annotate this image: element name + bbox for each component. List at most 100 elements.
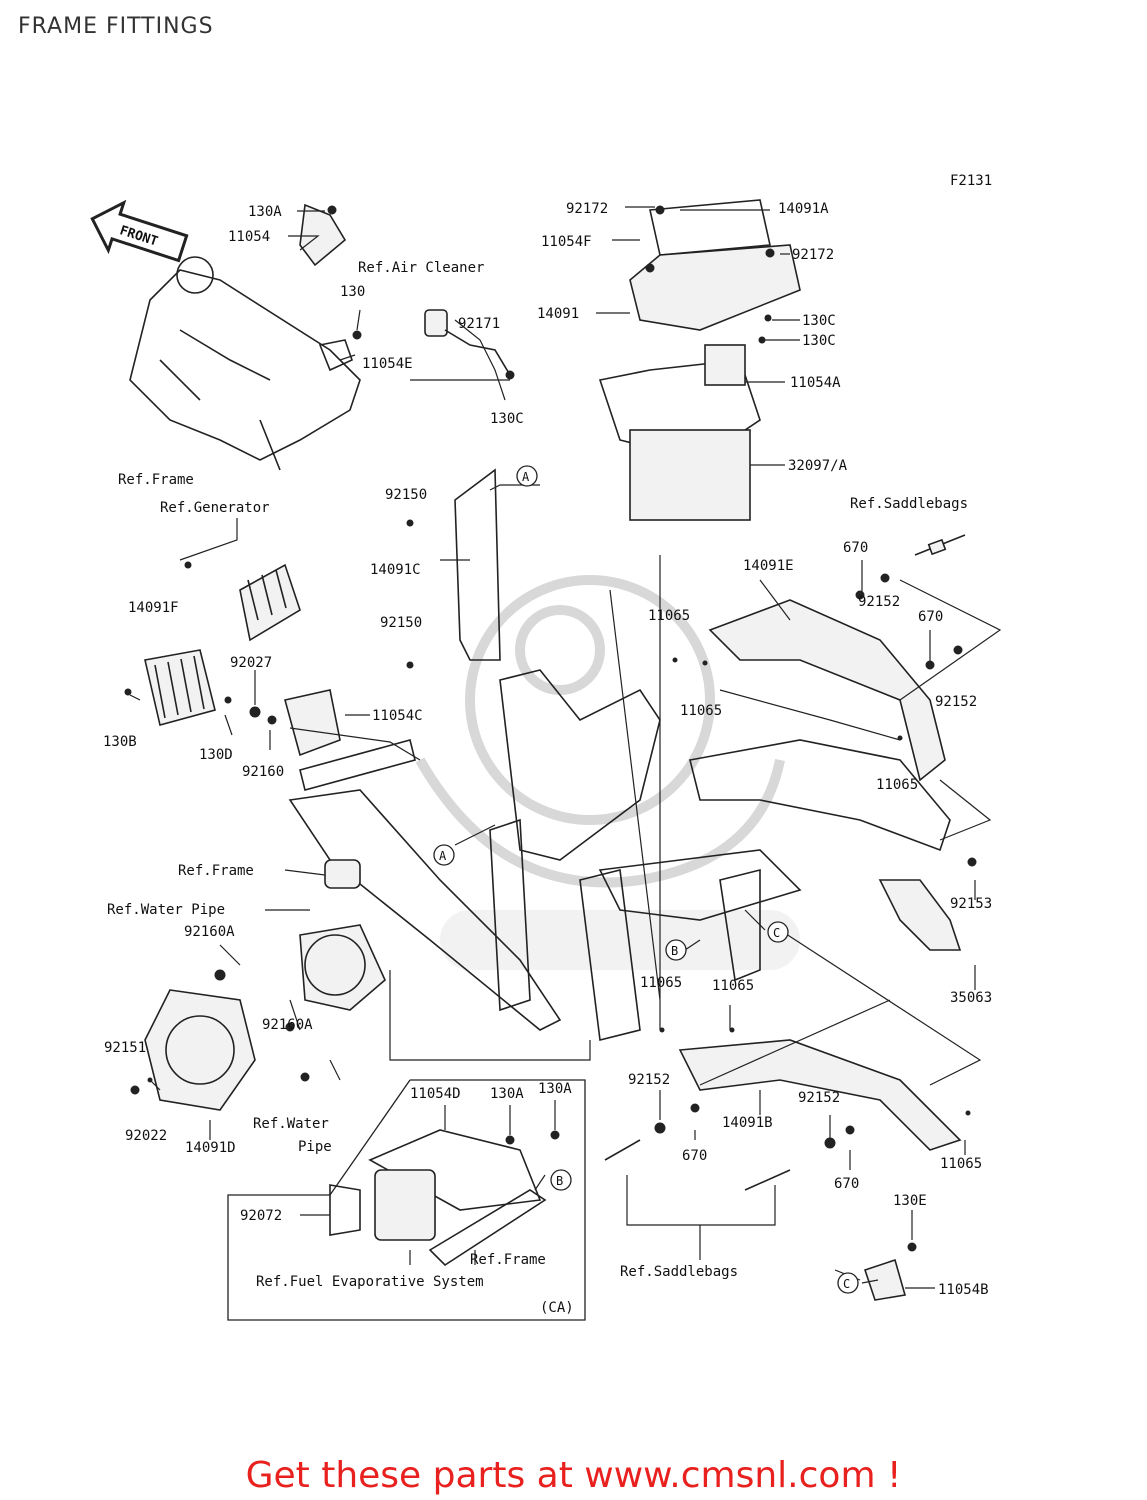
part-label[interactable]: 14091C [370, 562, 421, 578]
callout-a[interactable]: A [516, 465, 538, 487]
callout-b[interactable]: B [665, 939, 687, 961]
part-label[interactable]: 11065 [940, 1156, 982, 1172]
part-label[interactable]: 11054A [790, 375, 841, 391]
ref-frame: Ref.Frame [470, 1252, 546, 1268]
part-label[interactable]: 130C [490, 411, 524, 427]
part-label[interactable]: 92152 [858, 594, 900, 610]
ref-generator: Ref.Generator [160, 500, 270, 516]
ref-water-pipe-line2: Pipe [298, 1139, 332, 1155]
front-frame-drawing [129, 256, 361, 471]
part-label[interactable]: 92072 [240, 1208, 282, 1224]
bracket-11054c-drawing [284, 689, 341, 757]
part-label[interactable]: 11065 [712, 978, 754, 994]
ref-frame: Ref.Frame [118, 472, 194, 488]
bracket-11054-drawing [299, 203, 347, 267]
part-label[interactable]: 92150 [380, 615, 422, 631]
leader-lines [129, 206, 1002, 1289]
part-label[interactable]: 11065 [680, 703, 722, 719]
bracket-11054e-drawing [318, 339, 353, 372]
part-label[interactable]: 92150 [385, 487, 427, 503]
part-label[interactable]: 670 [682, 1148, 707, 1164]
part-label[interactable]: 670 [843, 540, 868, 556]
part-label[interactable]: 92160 [242, 764, 284, 780]
part-label[interactable]: 11065 [876, 777, 918, 793]
part-label[interactable]: 130C [802, 333, 836, 349]
svg-text:C: C [773, 926, 780, 940]
part-label[interactable]: 92027 [230, 655, 272, 671]
part-label[interactable]: 670 [834, 1176, 859, 1192]
part-label[interactable]: 14091D [185, 1140, 236, 1156]
callout-c[interactable]: C [837, 1272, 859, 1294]
part-label[interactable]: 92022 [125, 1128, 167, 1144]
callout-c[interactable]: C [767, 921, 789, 943]
part-label[interactable]: 11065 [648, 608, 690, 624]
part-label[interactable]: 92152 [935, 694, 977, 710]
fender-bracket-14091b-drawing [678, 1039, 962, 1151]
part-label[interactable]: 14091F [128, 600, 179, 616]
svg-text:B: B [556, 1174, 563, 1188]
part-label[interactable]: 92160A [262, 1017, 313, 1033]
battery-case-drawing [598, 199, 801, 521]
bracket-35063-drawing [878, 879, 962, 951]
part-label[interactable]: 670 [918, 609, 943, 625]
part-label[interactable]: 11054C [372, 708, 423, 724]
cover-14091f-drawing [144, 649, 216, 726]
ref-air-cleaner: Ref.Air Cleaner [358, 260, 484, 276]
ref-saddlebags: Ref.Saddlebags [850, 496, 968, 512]
part-label[interactable]: 11054 [228, 229, 270, 245]
part-label[interactable]: 92152 [628, 1072, 670, 1088]
part-label[interactable]: 130A [248, 204, 282, 220]
fender-bracket-14091e-drawing [708, 599, 946, 782]
part-label[interactable]: 130A [538, 1081, 572, 1097]
part-label[interactable]: 130B [103, 734, 137, 750]
part-label[interactable]: 92172 [566, 201, 608, 217]
part-label[interactable]: 14091E [743, 558, 794, 574]
figure-code: F2131 [950, 173, 992, 189]
part-label[interactable]: 92153 [950, 896, 992, 912]
regulator-drawing [239, 563, 301, 642]
part-label[interactable]: 130A [490, 1086, 524, 1102]
part-label[interactable]: 11054D [410, 1086, 461, 1102]
part-label[interactable]: 14091B [722, 1115, 773, 1131]
part-label[interactable]: 130 [340, 284, 365, 300]
part-label[interactable]: 92171 [458, 316, 500, 332]
nut-130a-icon [327, 205, 337, 215]
part-label[interactable]: 14091A [778, 201, 829, 217]
ref-saddlebags: Ref.Saddlebags [620, 1264, 738, 1280]
ref-water-pipe-line1: Ref.Water [253, 1116, 329, 1132]
evap-bracket-drawing [329, 1129, 547, 1267]
part-label[interactable]: 32097/A [788, 458, 848, 474]
callout-b[interactable]: B [550, 1169, 572, 1191]
part-label[interactable]: 11065 [640, 975, 682, 991]
bracket-14091c-drawing [454, 468, 501, 661]
nut-130e-icon [907, 1242, 917, 1252]
part-label[interactable]: 11054E [362, 356, 413, 372]
part-label[interactable]: 130E [893, 1193, 927, 1209]
ca-boundary [227, 1079, 586, 1321]
svg-text:A: A [439, 849, 447, 863]
svg-text:C: C [843, 1277, 850, 1291]
part-label[interactable]: 130D [199, 747, 233, 763]
bracket-11054b-drawing [863, 1258, 907, 1301]
svg-text:A: A [522, 470, 530, 484]
ref-ca: (CA) [540, 1300, 574, 1316]
hose-92171-drawing [424, 309, 515, 380]
part-label[interactable]: 92160A [184, 924, 235, 940]
part-label[interactable]: 11054B [938, 1282, 989, 1298]
part-label[interactable]: 130C [802, 313, 836, 329]
fastener-dots [124, 519, 977, 1149]
main-frame-drawing [288, 669, 951, 1041]
part-label[interactable]: 35063 [950, 990, 992, 1006]
saddlebag-stud-drawings [604, 534, 966, 1191]
part-label[interactable]: 14091 [537, 306, 579, 322]
part-label[interactable]: 92151 [104, 1040, 146, 1056]
reference-labels: Ref.Air Cleaner Ref.Frame Ref.Generator … [107, 260, 968, 1316]
watermark [415, 575, 800, 970]
part-label[interactable]: 11054F [541, 234, 592, 250]
svg-text:B: B [671, 944, 678, 958]
promo-link[interactable]: Get these parts at www.cmsnl.com ! [245, 1455, 902, 1496]
callout-a[interactable]: A [433, 844, 455, 866]
part-label[interactable]: 92172 [792, 247, 834, 263]
part-label[interactable]: 92152 [798, 1090, 840, 1106]
ref-water-pipe: Ref.Water Pipe [107, 902, 225, 918]
